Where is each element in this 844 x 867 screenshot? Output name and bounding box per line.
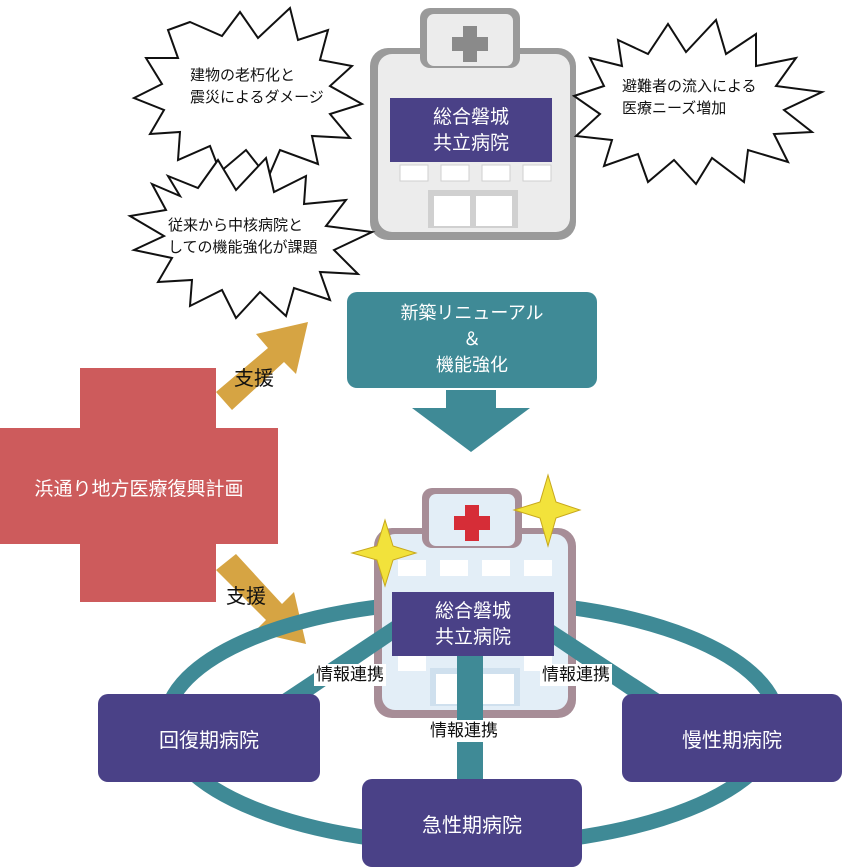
issue-text-1: 建物の老朽化と 震災によるダメージ: [190, 66, 324, 106]
issue-burst-3-shape: [127, 155, 376, 320]
renewal-box: 新築リニューアル ＆ 機能強化: [347, 292, 597, 388]
support-label-2: 支援: [226, 584, 266, 608]
issue-text-2: 避難者の流入による 医療ニーズ増加: [622, 77, 757, 117]
plan-label: 浜通り地方医療復興計画: [0, 470, 278, 504]
chronic-hospital-box: 慢性期病院: [622, 694, 842, 782]
sparkle-icon: [350, 518, 418, 588]
issue-text-3: 従来から中核病院と しての機能強化が課題: [168, 216, 318, 256]
link-label-center: 情報連携: [428, 720, 500, 742]
recovery-hospital-label: 回復期病院: [159, 727, 259, 752]
new-hospital-label: 総合磐城 共立病院: [392, 592, 554, 656]
renewal-text: 新築リニューアル ＆ 機能強化: [400, 303, 544, 376]
new-hospital-name: 総合磐城 共立病院: [434, 600, 511, 648]
issue-burst-2-shape: [571, 18, 826, 186]
old-hospital-label: 総合磐城 共立病院: [390, 98, 552, 162]
link-label-right: 情報連携: [540, 664, 612, 686]
plan-cross-shape: [0, 368, 278, 602]
support-arrow-up-icon: [216, 322, 308, 410]
acute-hospital-label: 急性期病院: [422, 812, 522, 837]
down-arrow-icon: [412, 390, 530, 452]
old-hospital-name: 総合磐城 共立病院: [432, 106, 509, 154]
issue-burst-1-shape: [131, 6, 365, 180]
chronic-hospital-label: 慢性期病院: [682, 727, 782, 752]
recovery-hospital-box: 回復期病院: [98, 694, 320, 782]
link-label-left: 情報連携: [314, 664, 386, 686]
sparkle-icon: [512, 473, 582, 548]
support-label-1: 支援: [234, 366, 274, 390]
plan-text: 浜通り地方医療復興計画: [34, 477, 244, 500]
acute-hospital-box: 急性期病院: [362, 779, 582, 867]
